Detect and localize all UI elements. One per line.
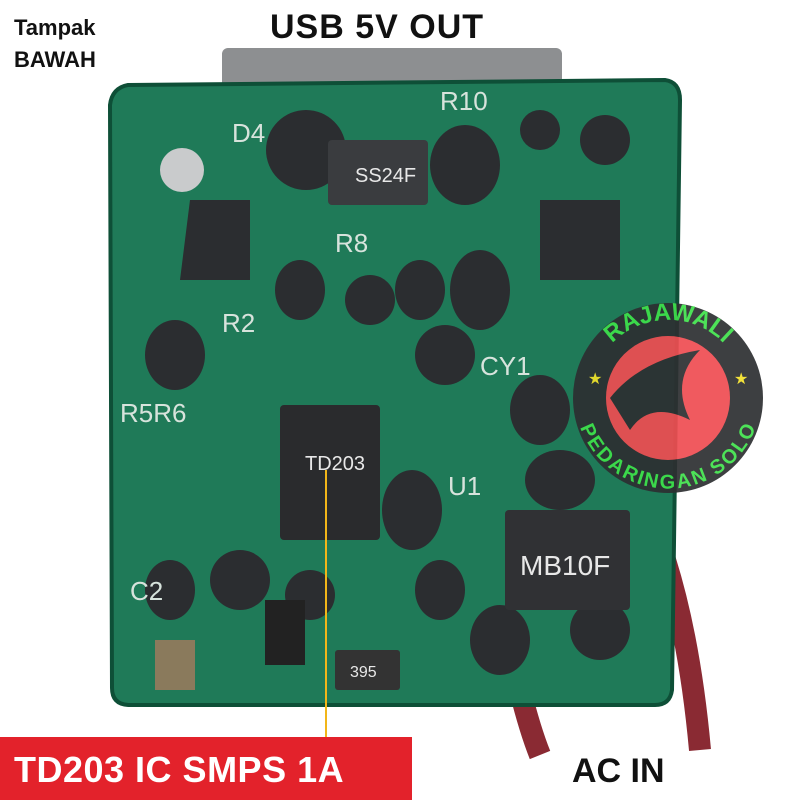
resistor-marking: 395 [350,664,377,681]
silk-r8: R8 [335,228,368,258]
bridge-marking: MB10F [520,550,610,581]
view-label-line1: Tampak [14,15,96,40]
diode-marking: SS24F [355,165,416,187]
ac-input-caption: AC IN [572,752,665,790]
silk-u1: U1 [448,471,481,501]
star-icon: ★ [734,371,748,388]
ic-label-banner: TD203 IC SMPS 1A [0,737,412,800]
view-label: Tampak BAWAH [14,12,96,76]
silk-r5r6: R5R6 [120,398,186,428]
capacitor [155,640,195,690]
ic-marking: TD203 [305,453,365,475]
rajawali-logo: RAJAWALI PEDARINGAN SOLO ★ ★ [573,299,763,494]
mounting-hole [160,148,204,192]
silk-r10: R10 [440,86,488,116]
resistor-395 [335,650,400,690]
star-icon: ★ [588,371,602,388]
ic-td203 [280,405,380,540]
silk-cy1: CY1 [480,351,531,381]
diode-ss24f [328,140,428,205]
view-label-line2: BAWAH [14,47,96,72]
bridge-mb10f [505,510,630,610]
silk-d4: D4 [232,118,265,148]
solder-pads [145,110,630,675]
transistor [265,600,305,665]
usb-output-caption: USB 5V OUT [270,8,485,46]
silk-c2: C2 [130,576,163,606]
silk-r2: R2 [222,308,255,338]
